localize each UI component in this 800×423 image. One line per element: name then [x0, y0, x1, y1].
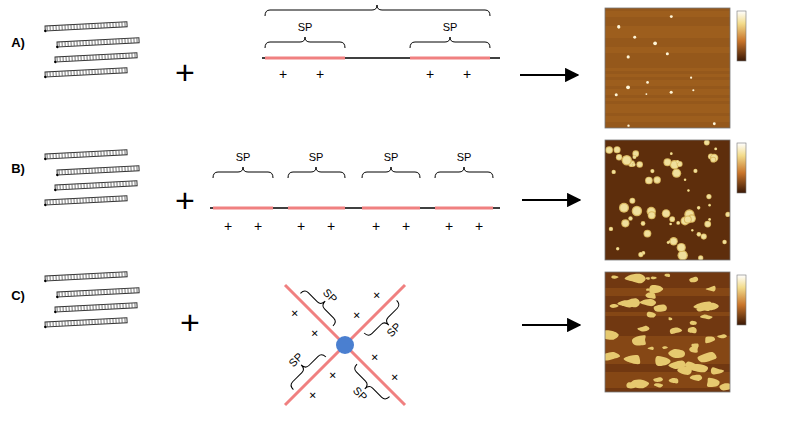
charge-sign: + [254, 219, 262, 233]
charge-sign: + [402, 219, 410, 233]
charge-sign: + [279, 67, 287, 81]
plus-sign: + [175, 55, 195, 89]
branched-construct [285, 285, 405, 405]
segment-label: SP [309, 152, 324, 163]
panel-letter: A) [11, 36, 25, 49]
charge-sign: + [224, 219, 232, 233]
charge-sign: + [287, 305, 303, 321]
plus-sign: + [180, 305, 200, 339]
reaction-arrow [520, 75, 580, 325]
charge-sign: + [349, 307, 365, 323]
charge-sign: + [426, 67, 434, 81]
charge-sign: + [475, 219, 483, 233]
charge-sign: + [368, 349, 384, 365]
segment-label: SP [384, 152, 399, 163]
charge-sign: + [372, 219, 380, 233]
afm-image [599, 8, 746, 392]
charge-sign: + [327, 219, 335, 233]
panel-letter: B) [11, 162, 25, 175]
charge-sign: + [307, 325, 323, 341]
charge-sign: + [305, 387, 321, 403]
peptide-construct [210, 167, 500, 208]
plus-sign: + [175, 183, 195, 217]
segment-label: SP [443, 22, 458, 33]
panel-letter: C) [11, 289, 25, 302]
dna-duplexes [44, 22, 139, 329]
peptide-construct [262, 5, 500, 58]
charge-sign: + [325, 368, 341, 384]
charge-sign: + [297, 219, 305, 233]
segment-label: SP [457, 152, 472, 163]
charge-sign: + [387, 369, 403, 385]
segment-label: SP [298, 22, 313, 33]
segment-label: SP [236, 152, 251, 163]
charge-sign: + [316, 67, 324, 81]
charge-sign: + [445, 219, 453, 233]
charge-sign: + [369, 287, 385, 303]
charge-sign: + [463, 67, 471, 81]
